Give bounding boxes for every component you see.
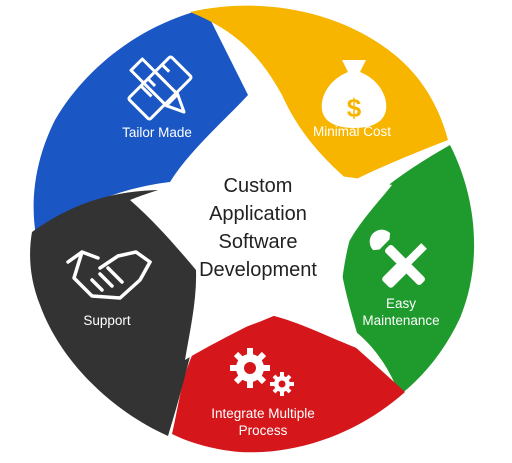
center-title: Custom Application Software Development <box>199 175 317 281</box>
money-bag-icon: $ <box>321 60 387 128</box>
ruler-pencil-icon <box>127 55 193 121</box>
center-title-line: Software <box>219 231 298 253</box>
segment-label-tailor-made: Tailor Made <box>122 125 192 140</box>
segment-label-easy-maintenance: Maintenance <box>362 313 439 328</box>
center-star <box>130 92 392 360</box>
center-title-line: Development <box>199 259 317 281</box>
segment-support-shape <box>30 190 205 436</box>
segment-label-integrate-multiple: Integrate Multiple <box>211 406 315 421</box>
segment-tailor-made <box>33 9 249 236</box>
handshake-icon <box>66 250 152 300</box>
gears-icon <box>230 348 294 396</box>
segment-label-support: Support <box>83 313 131 328</box>
segment-minimal-cost-shape <box>190 5 448 183</box>
segment-label-integrate-multiple: Process <box>239 423 288 438</box>
segment-minimal-cost <box>190 5 448 183</box>
segment-tailor-made-shape <box>33 9 249 236</box>
segment-support <box>30 190 205 436</box>
segment-label-easy-maintenance: Easy <box>386 296 416 311</box>
wrench-screwdriver-icon <box>369 229 427 288</box>
center-title-line: Custom <box>224 175 293 197</box>
center-title-line: Application <box>209 203 307 225</box>
svg-text:$: $ <box>347 93 362 123</box>
segment-label-minimal-cost: Minimal Cost <box>313 124 391 139</box>
